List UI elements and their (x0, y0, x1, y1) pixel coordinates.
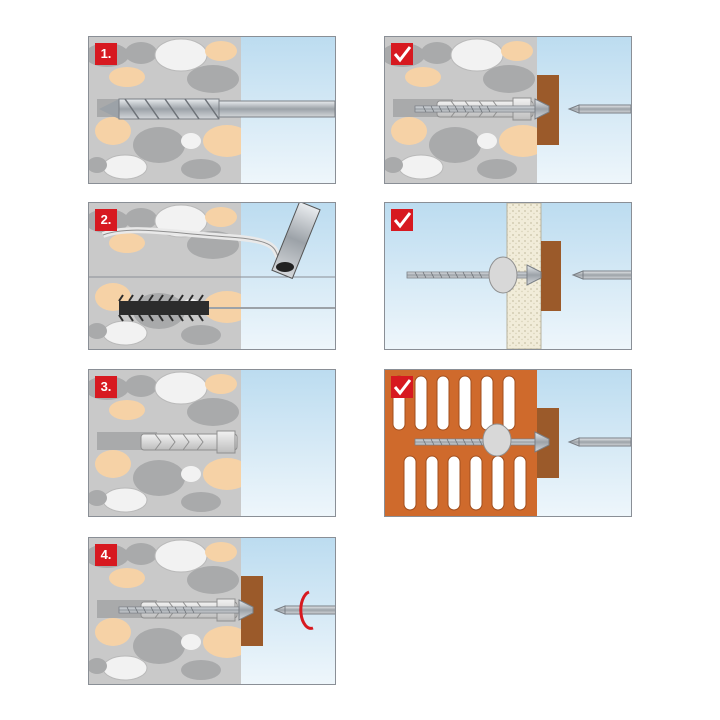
stone-result-scene (385, 37, 631, 183)
cleaning-brush-icon (118, 294, 335, 322)
step-1-drill-panel: 1. (88, 36, 336, 184)
clean-scene (89, 203, 335, 349)
rotation-arrow-icon (299, 590, 314, 630)
checkmark-icon (391, 209, 413, 231)
wall-plug-icon (140, 430, 238, 454)
step-4-screw-panel: 4. (88, 537, 336, 685)
foam-result-scene (385, 203, 631, 349)
result-stone-panel (384, 36, 632, 184)
checkmark-icon (391, 376, 413, 398)
drill-scene (89, 37, 335, 183)
result-foam-panel (384, 202, 632, 350)
result-brick-panel (384, 369, 632, 517)
screwdriver-bit-icon (274, 605, 335, 615)
step-2-clean-panel: 2. (88, 202, 336, 350)
drill-bit-icon (99, 98, 335, 120)
blower-pump-icon (101, 203, 321, 280)
insert-scene (89, 370, 335, 516)
screw-scene (89, 538, 335, 684)
step-badge: 2. (95, 209, 117, 231)
step-badge: 4. (95, 544, 117, 566)
step-badge: 3. (95, 376, 117, 398)
step-badge: 1. (95, 43, 117, 65)
checkmark-icon (391, 43, 413, 65)
brick-result-scene (385, 370, 631, 516)
step-3-insert-panel: 3. (88, 369, 336, 517)
